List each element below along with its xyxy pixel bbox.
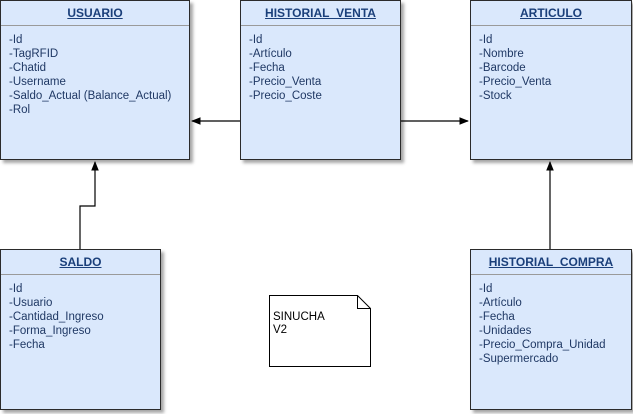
entity-historial-compra[interactable]: HISTORIAL_COMPRA -Id -Artículo -Fecha -U… bbox=[470, 249, 632, 410]
field-articulo: -Artículo bbox=[479, 297, 522, 309]
field-cantidad-ingreso: -Cantidad_Ingreso bbox=[9, 311, 104, 323]
field-id: -Id bbox=[249, 34, 263, 46]
note-line-2: V2 bbox=[273, 324, 288, 336]
field-list: -Id -Usuario -Cantidad_Ingreso -Forma_In… bbox=[1, 275, 160, 352]
field-tagrfid: -TagRFID bbox=[9, 48, 59, 60]
edge-saldo-to-usuario bbox=[79, 161, 99, 249]
field-fecha: -Fecha bbox=[479, 311, 515, 323]
field-list: -Id -Artículo -Fecha -Unidades -Precio_C… bbox=[471, 275, 631, 366]
field-unidades: -Unidades bbox=[479, 325, 532, 337]
field-id: -Id bbox=[9, 283, 23, 295]
field-list: -Id -Nombre -Barcode -Precio_Venta -Stoc… bbox=[471, 26, 631, 103]
entity-historial-venta[interactable]: HISTORIAL_VENTA -Id -Artículo -Fecha -Pr… bbox=[240, 0, 401, 160]
field-barcode: -Barcode bbox=[479, 62, 526, 74]
field-usuario: -Usuario bbox=[9, 297, 53, 309]
field-list: -Id -TagRFID -Chatid -Username -Saldo_Ac… bbox=[1, 26, 189, 117]
entity-title: SALDO bbox=[1, 250, 160, 275]
entity-title: HISTORIAL_COMPRA bbox=[471, 250, 631, 275]
field-id: -Id bbox=[479, 283, 493, 295]
field-precio-compra-unidad: -Precio_Compra_Unidad bbox=[479, 339, 606, 351]
field-fecha: -Fecha bbox=[249, 62, 285, 74]
note-text: SINUCHA V2 bbox=[273, 311, 325, 337]
note-shape bbox=[269, 295, 371, 367]
field-precio-coste: -Precio_Coste bbox=[249, 90, 322, 102]
entity-title: ARTICULO bbox=[471, 1, 631, 26]
entity-title: HISTORIAL_VENTA bbox=[241, 1, 400, 26]
field-chatid: -Chatid bbox=[9, 62, 47, 74]
field-stock: -Stock bbox=[479, 90, 512, 102]
field-rol: -Rol bbox=[9, 104, 31, 116]
field-forma-ingreso: -Forma_Ingreso bbox=[9, 325, 91, 337]
field-articulo: -Artículo bbox=[249, 48, 292, 60]
field-saldo-actual: -Saldo_Actual (Balance_Actual) bbox=[9, 90, 172, 102]
note-line-1: SINUCHA bbox=[273, 311, 325, 323]
entity-title: USUARIO bbox=[1, 1, 189, 26]
field-nombre: -Nombre bbox=[479, 48, 524, 60]
version-note[interactable]: SINUCHA V2 bbox=[269, 295, 371, 367]
field-fecha: -Fecha bbox=[9, 339, 45, 351]
entity-usuario[interactable]: USUARIO -Id -TagRFID -Chatid -Username -… bbox=[0, 0, 190, 160]
field-precio-venta: -Precio_Venta bbox=[479, 76, 552, 88]
entity-articulo[interactable]: ARTICULO -Id -Nombre -Barcode -Precio_Ve… bbox=[470, 0, 632, 160]
field-precio-venta: -Precio_Venta bbox=[249, 76, 322, 88]
field-id: -Id bbox=[9, 34, 23, 46]
field-id: -Id bbox=[479, 34, 493, 46]
entity-saldo[interactable]: SALDO -Id -Usuario -Cantidad_Ingreso -Fo… bbox=[0, 249, 161, 410]
field-list: -Id -Artículo -Fecha -Precio_Venta -Prec… bbox=[241, 26, 400, 103]
field-supermercado: -Supermercado bbox=[479, 353, 559, 365]
field-username: -Username bbox=[9, 76, 66, 88]
